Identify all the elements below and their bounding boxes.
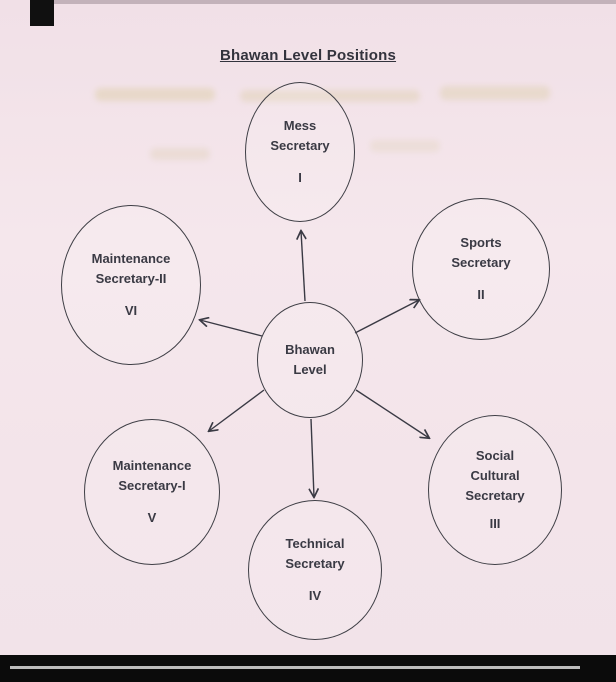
node-label: Maintenance (112, 458, 192, 473)
arrow-center-to-social (355, 389, 429, 438)
node-bhawan-level: Bhawan Level (257, 302, 363, 418)
scan-smudge (95, 88, 215, 101)
arrow-center-to-maintenance2 (200, 320, 263, 337)
node-label: Maintenance (91, 251, 171, 266)
node-technical-secretary: Technical Secretary IV (248, 500, 382, 640)
scan-artifact-top-left (30, 0, 54, 26)
node-numeral: II (477, 287, 485, 302)
node-label: Secretary (270, 138, 330, 153)
scan-smudge (150, 148, 210, 160)
arrow-center-to-sports (354, 300, 419, 334)
node-label: Secretary-I (118, 478, 186, 493)
node-numeral: V (147, 510, 157, 525)
node-label: Secretary (465, 488, 525, 503)
scan-artifact-bottom-bar (0, 655, 616, 682)
scan-artifact-bottom-line (10, 666, 580, 669)
node-sports-secretary: Sports Secretary II (412, 198, 550, 340)
diagram-title: Bhawan Level Positions (219, 47, 397, 64)
node-maintenance-secretary-1: Maintenance Secretary-I V (84, 419, 220, 565)
node-mess-secretary: Mess Secretary I (245, 82, 355, 222)
node-label: Mess (283, 118, 317, 133)
scan-smudge (370, 140, 440, 152)
node-label: Secretary-II (95, 271, 167, 286)
node-numeral: III (489, 516, 501, 531)
node-label: Technical (285, 536, 345, 551)
node-label: Cultural (470, 468, 520, 483)
node-label: Social (475, 448, 515, 463)
scan-artifact-top-strip (54, 0, 616, 4)
node-numeral: I (298, 170, 302, 185)
node-label: Secretary (451, 255, 511, 270)
node-label: Bhawan (285, 342, 335, 357)
node-label: Secretary (285, 556, 345, 571)
node-label: Sports (460, 235, 502, 250)
node-social-cultural-secretary: Social Cultural Secretary III (428, 415, 562, 565)
node-numeral: VI (124, 303, 138, 318)
node-numeral: IV (308, 588, 322, 603)
arrow-center-to-mess (301, 231, 305, 302)
node-maintenance-secretary-2: Maintenance Secretary-II VI (61, 205, 201, 365)
arrow-center-to-maintenance1 (209, 389, 265, 431)
scan-smudge (440, 86, 550, 100)
node-label: Level (293, 362, 327, 377)
arrow-center-to-technical (311, 418, 314, 497)
